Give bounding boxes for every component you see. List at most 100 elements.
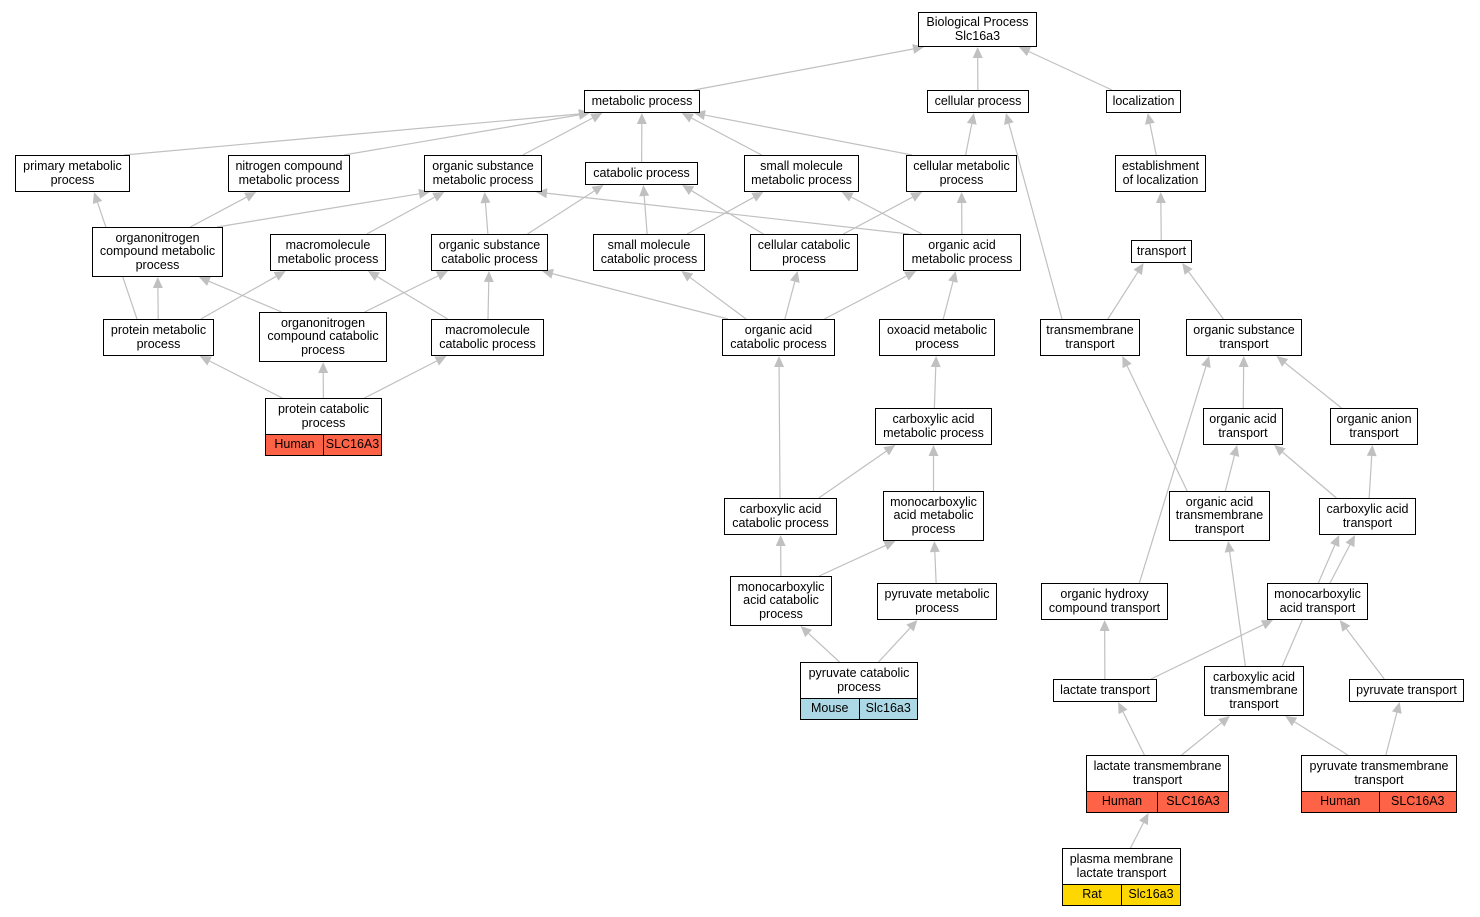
go-term-node[interactable]: transport	[1131, 240, 1192, 263]
go-term-node[interactable]: organic acid transport	[1203, 408, 1283, 445]
arrowhead	[775, 535, 786, 547]
go-term-node[interactable]: lactate transport	[1053, 679, 1157, 702]
go-term-node[interactable]: monocarboxylic acid metabolic process	[883, 491, 984, 541]
arrowhead	[1285, 716, 1298, 727]
relation-edge	[1122, 711, 1145, 756]
go-term-node[interactable]: cellular process	[927, 90, 1029, 113]
relation-edge	[1188, 271, 1224, 320]
go-term-node[interactable]: organic acid transmembrane transport	[1169, 491, 1270, 541]
go-term-node[interactable]: localization	[1106, 90, 1181, 113]
arrowhead	[639, 185, 650, 197]
go-term-node[interactable]: carboxylic acid transmembrane transport	[1204, 666, 1304, 716]
go-term-label: nitrogen compound metabolic process	[235, 159, 343, 187]
arrowhead	[199, 356, 212, 366]
go-term-node[interactable]: oxoacid metabolic process	[879, 319, 995, 356]
relation-edge	[643, 195, 648, 235]
go-term-node[interactable]: organic acid metabolic process	[903, 234, 1021, 271]
go-term-label: carboxylic acid catabolic process	[732, 502, 829, 530]
arrowhead	[92, 192, 103, 205]
relation-edge	[843, 196, 913, 235]
go-term-label: cellular metabolic process	[913, 159, 1010, 187]
arrowhead	[751, 192, 764, 202]
go-term-label: transport	[1136, 243, 1187, 258]
go-term-label: cellular catabolic process	[757, 238, 851, 266]
relation-edge	[934, 551, 937, 584]
go-term-node[interactable]: protein metabolic process	[103, 319, 214, 356]
go-term-label: lactate transport	[1060, 682, 1150, 697]
species-annotation: Human SLC16A3	[1087, 791, 1228, 812]
go-term-node[interactable]: small molecule metabolic process	[744, 155, 859, 192]
relation-edge	[1008, 123, 1063, 320]
relation-edge	[1138, 366, 1207, 584]
go-term-node[interactable]: small molecule catabolic process	[593, 234, 705, 271]
arrowhead	[434, 356, 447, 366]
relation-edge	[1126, 365, 1188, 492]
arrowhead	[1155, 192, 1166, 204]
relation-edge	[693, 48, 914, 91]
go-term-node[interactable]: monocarboxylic acid catabolic process	[730, 576, 832, 626]
arrowhead	[1276, 356, 1289, 367]
go-term-node[interactable]: monocarboxylic acid transport	[1267, 583, 1368, 620]
go-term-label: pyruvate metabolic process	[884, 587, 990, 615]
go-term-label: monocarboxylic acid catabolic process	[737, 579, 825, 621]
go-term-node[interactable]: cellular catabolic process	[750, 234, 858, 271]
go-term-node[interactable]: organonitrogen compound catabolic proces…	[259, 312, 387, 362]
go-term-node[interactable]: pyruvate transport	[1349, 679, 1464, 702]
arrowhead	[883, 541, 896, 551]
go-term-label: oxoacid metabolic process	[886, 323, 988, 351]
go-term-label: carboxylic acid transmembrane transport	[1210, 669, 1298, 711]
go-term-node[interactable]: Biological Process Slc16a3	[918, 12, 1037, 47]
go-term-label: protein metabolic process	[110, 323, 207, 351]
relation-edge	[200, 275, 277, 320]
arrowhead	[1224, 541, 1235, 553]
go-term-node[interactable]: nitrogen compound metabolic process	[228, 155, 350, 192]
go-term-node[interactable]: organic hydroxy compound transport	[1041, 583, 1168, 620]
go-term-node[interactable]: organic anion transport	[1330, 408, 1418, 445]
go-term-node[interactable]: establishment of localization	[1115, 155, 1206, 192]
species-name: Mouse	[810, 701, 849, 716]
go-term-node[interactable]: organonitrogen compound metabolic proces…	[92, 227, 223, 277]
gene-symbol: SLC16A3	[1157, 792, 1228, 812]
go-term-node[interactable]: organic substance catabolic process	[431, 234, 548, 271]
arrowhead	[883, 445, 896, 456]
go-term-node[interactable]: primary metabolic process	[15, 155, 130, 192]
go-term-node[interactable]: macromolecule catabolic process	[431, 319, 544, 356]
go-term-node[interactable]: organic substance transport	[1186, 319, 1302, 356]
arrowhead	[435, 271, 448, 281]
go-term-node[interactable]: carboxylic acid transport	[1319, 498, 1416, 535]
relation-edge	[965, 123, 973, 156]
go-term-label: small molecule metabolic process	[751, 159, 852, 187]
relation-edge	[818, 545, 886, 577]
relation-edge	[527, 190, 595, 235]
arrowhead	[536, 188, 548, 199]
go-term-node[interactable]: catabolic process	[585, 162, 698, 185]
go-term-node[interactable]: carboxylic acid metabolic process	[875, 408, 992, 445]
relation-edge	[343, 114, 580, 156]
arrowhead	[1019, 47, 1032, 57]
go-term-node[interactable]: organic substance metabolic process	[424, 155, 542, 192]
go-term-node[interactable]: carboxylic acid catabolic process	[724, 498, 837, 535]
go-term-node[interactable]: organic acid catabolic process	[722, 319, 835, 356]
arrowhead	[930, 356, 941, 368]
relation-edge	[487, 281, 490, 320]
go-term-node[interactable]: pyruvate metabolic process	[877, 583, 997, 620]
relation-edge	[784, 281, 796, 320]
go-term-node[interactable]: transmembrane transport	[1040, 319, 1140, 356]
go-term-node[interactable]: cellular metabolic process	[906, 155, 1017, 192]
go-term-node[interactable]: metabolic process	[584, 90, 700, 113]
arrowhead	[774, 356, 785, 368]
arrowhead	[910, 192, 923, 202]
relation-edge	[878, 627, 911, 663]
arrowhead	[966, 113, 977, 125]
arrowhead	[1122, 356, 1132, 369]
species-name: Human	[1101, 794, 1143, 809]
go-term-node[interactable]: macromolecule metabolic process	[270, 234, 386, 271]
relation-edge	[704, 114, 913, 156]
arrowhead	[432, 192, 445, 202]
